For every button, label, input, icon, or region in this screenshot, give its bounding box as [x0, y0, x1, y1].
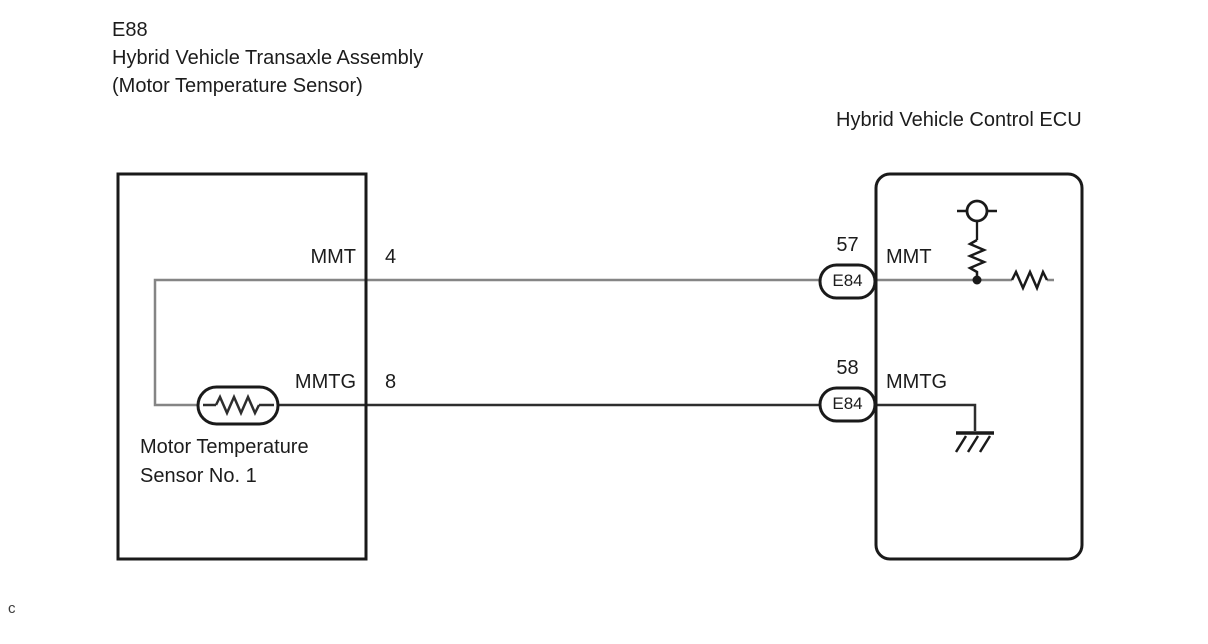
ecu-signal-mmt: MMT — [886, 246, 932, 268]
source-connector-header: E88 Hybrid Vehicle Transaxle Assembly (M… — [112, 18, 423, 98]
pullup-resistor-icon — [966, 238, 988, 277]
ecu-title: Hybrid Vehicle Control ECU — [836, 109, 1082, 131]
part-name: Motor Temperature Sensor No. 1 — [140, 435, 309, 488]
series-resistor-icon — [1010, 268, 1049, 292]
connector-subname: (Motor Temperature Sensor) — [112, 75, 363, 97]
ground-icon — [954, 431, 994, 453]
mmtg-wire — [276, 403, 977, 431]
footnote-mark: c — [8, 600, 16, 617]
connector-name: Hybrid Vehicle Transaxle Assembly — [112, 47, 424, 69]
ecu-box — [874, 172, 1084, 561]
ecu-terminal-57: 57 — [836, 234, 859, 256]
connector-oval-e84-57 — [818, 263, 877, 300]
left-pin-4: 4 — [385, 246, 397, 268]
part-name-line1: Motor Temperature — [140, 436, 309, 458]
temperature-sensor-icon — [196, 385, 280, 426]
mmt-wire — [153, 278, 1054, 407]
junction-dot — [972, 275, 982, 285]
transaxle-assembly-box — [116, 172, 368, 561]
part-name-line2: Sensor No. 1 — [140, 465, 257, 487]
left-signal-mmtg: MMTG — [294, 371, 356, 393]
power-source-icon — [957, 199, 997, 240]
connector-oval-e84-58 — [818, 386, 877, 423]
connector-code: E88 — [112, 19, 148, 41]
left-pin-8: 8 — [385, 371, 397, 393]
left-signal-mmt: MMT — [310, 246, 356, 268]
ecu-connector-label-58: E84 — [832, 394, 863, 413]
ecu-terminal-58: 58 — [836, 357, 859, 379]
ecu-connector-label-57: E84 — [832, 271, 863, 290]
ecu-signal-mmtg: MMTG — [886, 371, 948, 393]
